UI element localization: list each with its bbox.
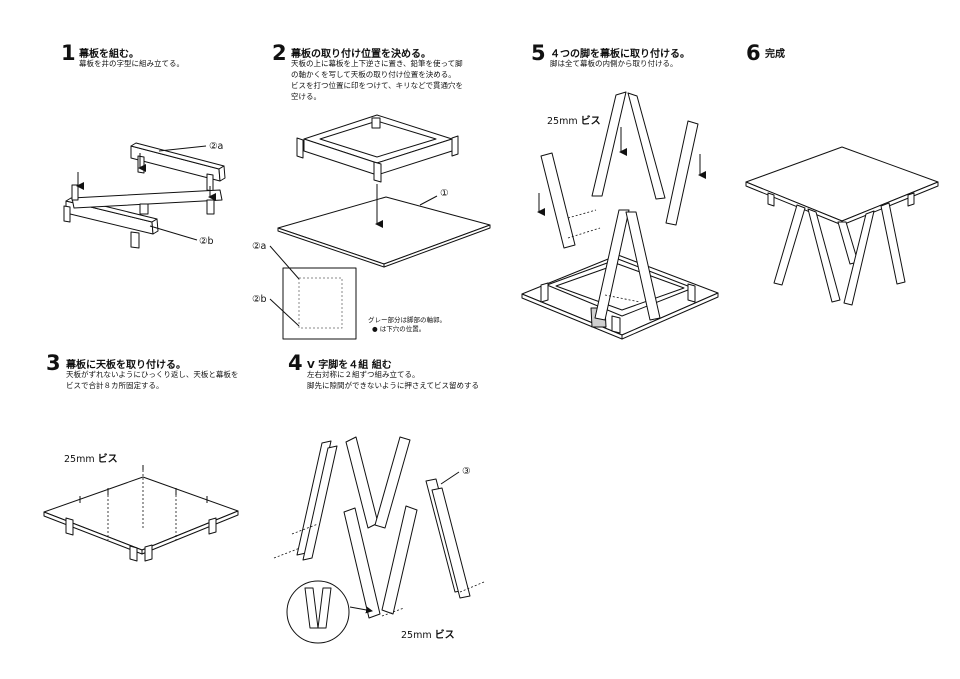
step-4-desc-line: 左右対称に２組ずつ組み立てる。 <box>307 370 420 379</box>
step-2-plan-view <box>282 267 357 340</box>
right-arrow-icon <box>349 606 373 614</box>
pilot-hole-note: ● は下穴の位置。 <box>372 325 426 333</box>
screw-label-step3: 25mm ビス <box>64 454 118 465</box>
arrows-and-leaders <box>76 127 706 614</box>
step-3-number: 3 <box>46 351 61 375</box>
step-2-desc-line: の軸かくを写して天板の取り付け位置を決める。 <box>291 70 456 79</box>
part-label-1: ① <box>440 188 449 199</box>
step-3-title: 幕板に天板を取り付ける。 <box>66 360 186 371</box>
step-6-finished-table <box>745 146 939 306</box>
step-4-title: V 字脚を４組 組む <box>307 360 392 371</box>
step-1-number: 1 <box>61 41 76 65</box>
gray-region-note: グレー部分は脚部の軸郭。 <box>368 316 446 324</box>
step-2-number: 2 <box>272 41 287 65</box>
step-2-top-board <box>277 196 491 268</box>
step-5-number: 5 <box>531 41 546 65</box>
step-1-apron-boards <box>63 142 226 249</box>
step-4-number: 4 <box>288 351 303 375</box>
step-4-desc-line: 脚先に隙間ができないように押さえてビス留めする <box>307 381 479 390</box>
step-5-legs-assembly <box>521 91 719 340</box>
step-2-desc-line: 空ける。 <box>291 92 321 101</box>
part-label-2b-plan: ②b <box>252 294 267 305</box>
step-1-desc-line: 幕板を井の字型に組み立てる。 <box>79 59 184 68</box>
step-1-title: 幕板を組む。 <box>79 49 139 60</box>
step-2-desc-line: 天板の上に幕板を上下逆さに置き、鉛筆を使って脚 <box>291 59 463 68</box>
step-2-apron-frame <box>296 114 459 183</box>
step-5-title: ４つの脚を幕板に取り付ける。 <box>550 49 690 60</box>
step-3-table-top <box>43 476 239 562</box>
screw-guide-lines <box>107 209 641 617</box>
part-label-2b: ②b <box>199 236 214 247</box>
step-4-v-legs <box>286 436 471 644</box>
part-label-2a-plan: ②a <box>252 241 267 252</box>
step-6-number: 6 <box>746 41 761 65</box>
step-2-desc-line: ビスを打つ位置に印をつけて、キリなどで貫通穴を <box>291 81 463 90</box>
step-6-title: 完成 <box>765 49 785 60</box>
part-label-3: ③ <box>462 466 471 477</box>
part-label-2a: ②a <box>209 141 224 152</box>
step-3-desc-line: 天板がずれないようにひっくり返し、天板と幕板を <box>66 370 239 379</box>
screw-label-step5: 25mm ビス <box>547 116 601 127</box>
step-5-desc-line: 脚は全て幕板の内側から取り付ける。 <box>550 59 678 68</box>
step-2-title: 幕板の取り付け位置を決める。 <box>291 49 431 60</box>
step-3-desc-line: ビスで合計８カ所固定する。 <box>66 381 164 390</box>
screw-label-step4: 25mm ビス <box>401 630 455 641</box>
